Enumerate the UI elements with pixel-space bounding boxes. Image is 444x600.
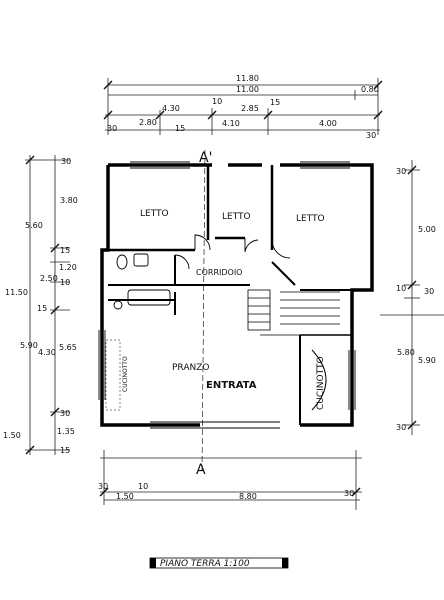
dim-top-430: 4.30 — [162, 104, 180, 113]
room-label-letto-right: LETTO — [296, 214, 325, 224]
bathroom-fixtures — [113, 253, 171, 310]
section-mark-bottom: A — [196, 462, 206, 478]
dim-left-15: 15 — [60, 246, 70, 255]
kitchen-counter-icon — [311, 349, 327, 411]
dim-top-080: 0.80 — [361, 85, 379, 94]
dimension-texts-bottom: 30 10 1.50 8.80 30 — [98, 482, 354, 501]
dim-right-30b: 30 — [424, 287, 434, 296]
dim-left-30: 30 — [61, 157, 71, 166]
room-label-cucinotto-right: CUCINOTTO — [316, 356, 326, 410]
dim-left-565: 5.65 — [59, 343, 77, 352]
dim-top-285: 2.85 — [241, 104, 259, 113]
room-label-letto-mid: LETTO — [222, 212, 251, 222]
room-label-cucinotto-left: CUCINOTTO — [122, 356, 129, 392]
dim-bottom-30: 30 — [98, 482, 108, 491]
plan-title: PIANO TERRA 1:100 — [160, 559, 250, 569]
dim-bottom-10: 10 — [138, 482, 148, 491]
dim-left-10: 10 — [60, 278, 70, 287]
dim-top-400: 4.00 — [319, 119, 337, 128]
dim-top-410: 4.10 — [222, 119, 240, 128]
dimension-texts-left: 30 3.80 5.60 15 1.20 2.50 10 11.50 15 5.… — [3, 157, 78, 455]
dim-left-430: 4.30 — [38, 348, 56, 357]
dim-right-30c: 30 — [396, 423, 406, 432]
stairs — [247, 289, 345, 336]
bidet-icon — [113, 300, 123, 310]
dim-bottom-150: 1.50 — [116, 492, 134, 501]
room-label-corridoio: CORRIDOIO — [196, 268, 242, 277]
dim-top-30b: 30 — [366, 131, 376, 140]
dim-left-150: 1.50 — [3, 431, 21, 440]
dim-top-15b: 15 — [175, 124, 185, 133]
dim-right-580: 5.80 — [397, 348, 415, 357]
dimension-texts-top: 11.80 11.00 0.80 4.30 10 2.85 15 30 2.80… — [107, 74, 379, 140]
dim-bottom-880: 8.80 — [239, 492, 257, 501]
dim-bottom-30b: 30 — [344, 489, 354, 498]
dim-left-560: 5.60 — [25, 221, 43, 230]
dim-right-500: 5.00 — [418, 225, 436, 234]
dim-left-590: 5.90 — [20, 341, 38, 350]
section-mark-top: A' — [199, 150, 212, 166]
windows — [98, 161, 356, 429]
dim-left-380: 3.80 — [60, 196, 78, 205]
dim-right-590: 5.90 — [418, 356, 436, 365]
toilet-icon — [116, 254, 128, 270]
kitchen-counter-left — [105, 339, 121, 411]
dim-left-1150: 11.50 — [5, 288, 28, 297]
dim-left-15b: 15 — [37, 304, 47, 313]
dimension-ticks — [25, 80, 417, 497]
room-label-pranzo: PRANZO — [172, 363, 209, 373]
bathtub-icon — [127, 289, 171, 306]
dim-left-250: 2.50 — [40, 274, 58, 283]
dim-top-30a: 30 — [107, 124, 117, 133]
sink-icon — [133, 253, 149, 267]
dimension-lines — [25, 78, 444, 510]
dim-left-15c: 15 — [60, 446, 70, 455]
dim-right-10: 10 — [396, 284, 406, 293]
dimension-texts-right: 30 5.00 10 30 5.80 5.90 30 — [396, 167, 436, 432]
dim-left-135: 1.35 — [57, 427, 75, 436]
dim-top-overall: 11.80 — [236, 74, 259, 83]
doors — [174, 234, 291, 270]
dim-top-10: 10 — [212, 97, 222, 106]
plan-caption: PIANO TERRA 1:100 — [149, 557, 289, 569]
dim-top-inner: 11.00 — [236, 85, 259, 94]
dim-left-30b: 30 — [60, 409, 70, 418]
room-label-letto-left: LETTO — [140, 209, 169, 219]
room-label-entrata: ENTRATA — [206, 380, 257, 391]
dim-right-30: 30 — [396, 167, 406, 176]
dim-top-15: 15 — [270, 98, 280, 107]
dim-left-120: 1.20 — [59, 263, 77, 272]
section-line — [201, 149, 206, 471]
dim-top-280: 2.80 — [139, 118, 157, 127]
